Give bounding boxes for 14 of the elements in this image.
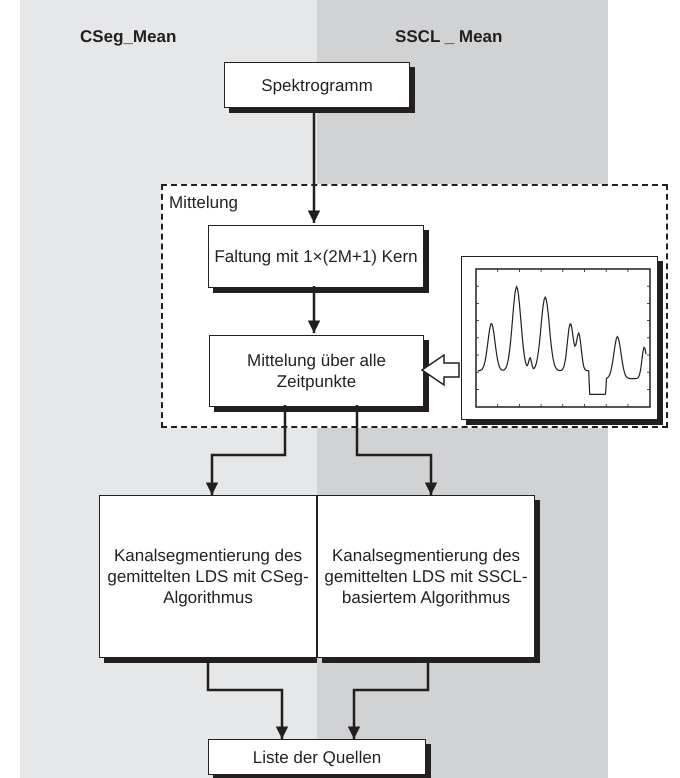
box-text: Kanalsegmentierung des gemittelten LDS mit CSeg-Algorithmus [106,545,310,608]
box-text: Kanalsegmentierung des gemittelten LDS mit SSCL-basiertem Algorithmus [323,545,529,608]
column-heading: CSeg_Mean [80,26,176,48]
box-text: Spektrogramm [261,74,373,96]
arrow [356,405,438,495]
box-text: Mittelung über alle Zeitpunkte [246,350,387,392]
group-label: Mittelung [169,192,238,214]
box-text: Liste der Quellen [252,746,382,768]
arrow [308,286,320,333]
block-arrow [420,354,460,386]
arrow [206,405,286,495]
dashed-group-box [161,184,668,428]
column-heading: SSCL _ Mean [395,26,502,48]
box-text: Faltung mit 1×(2M+1) Kern [214,246,418,267]
